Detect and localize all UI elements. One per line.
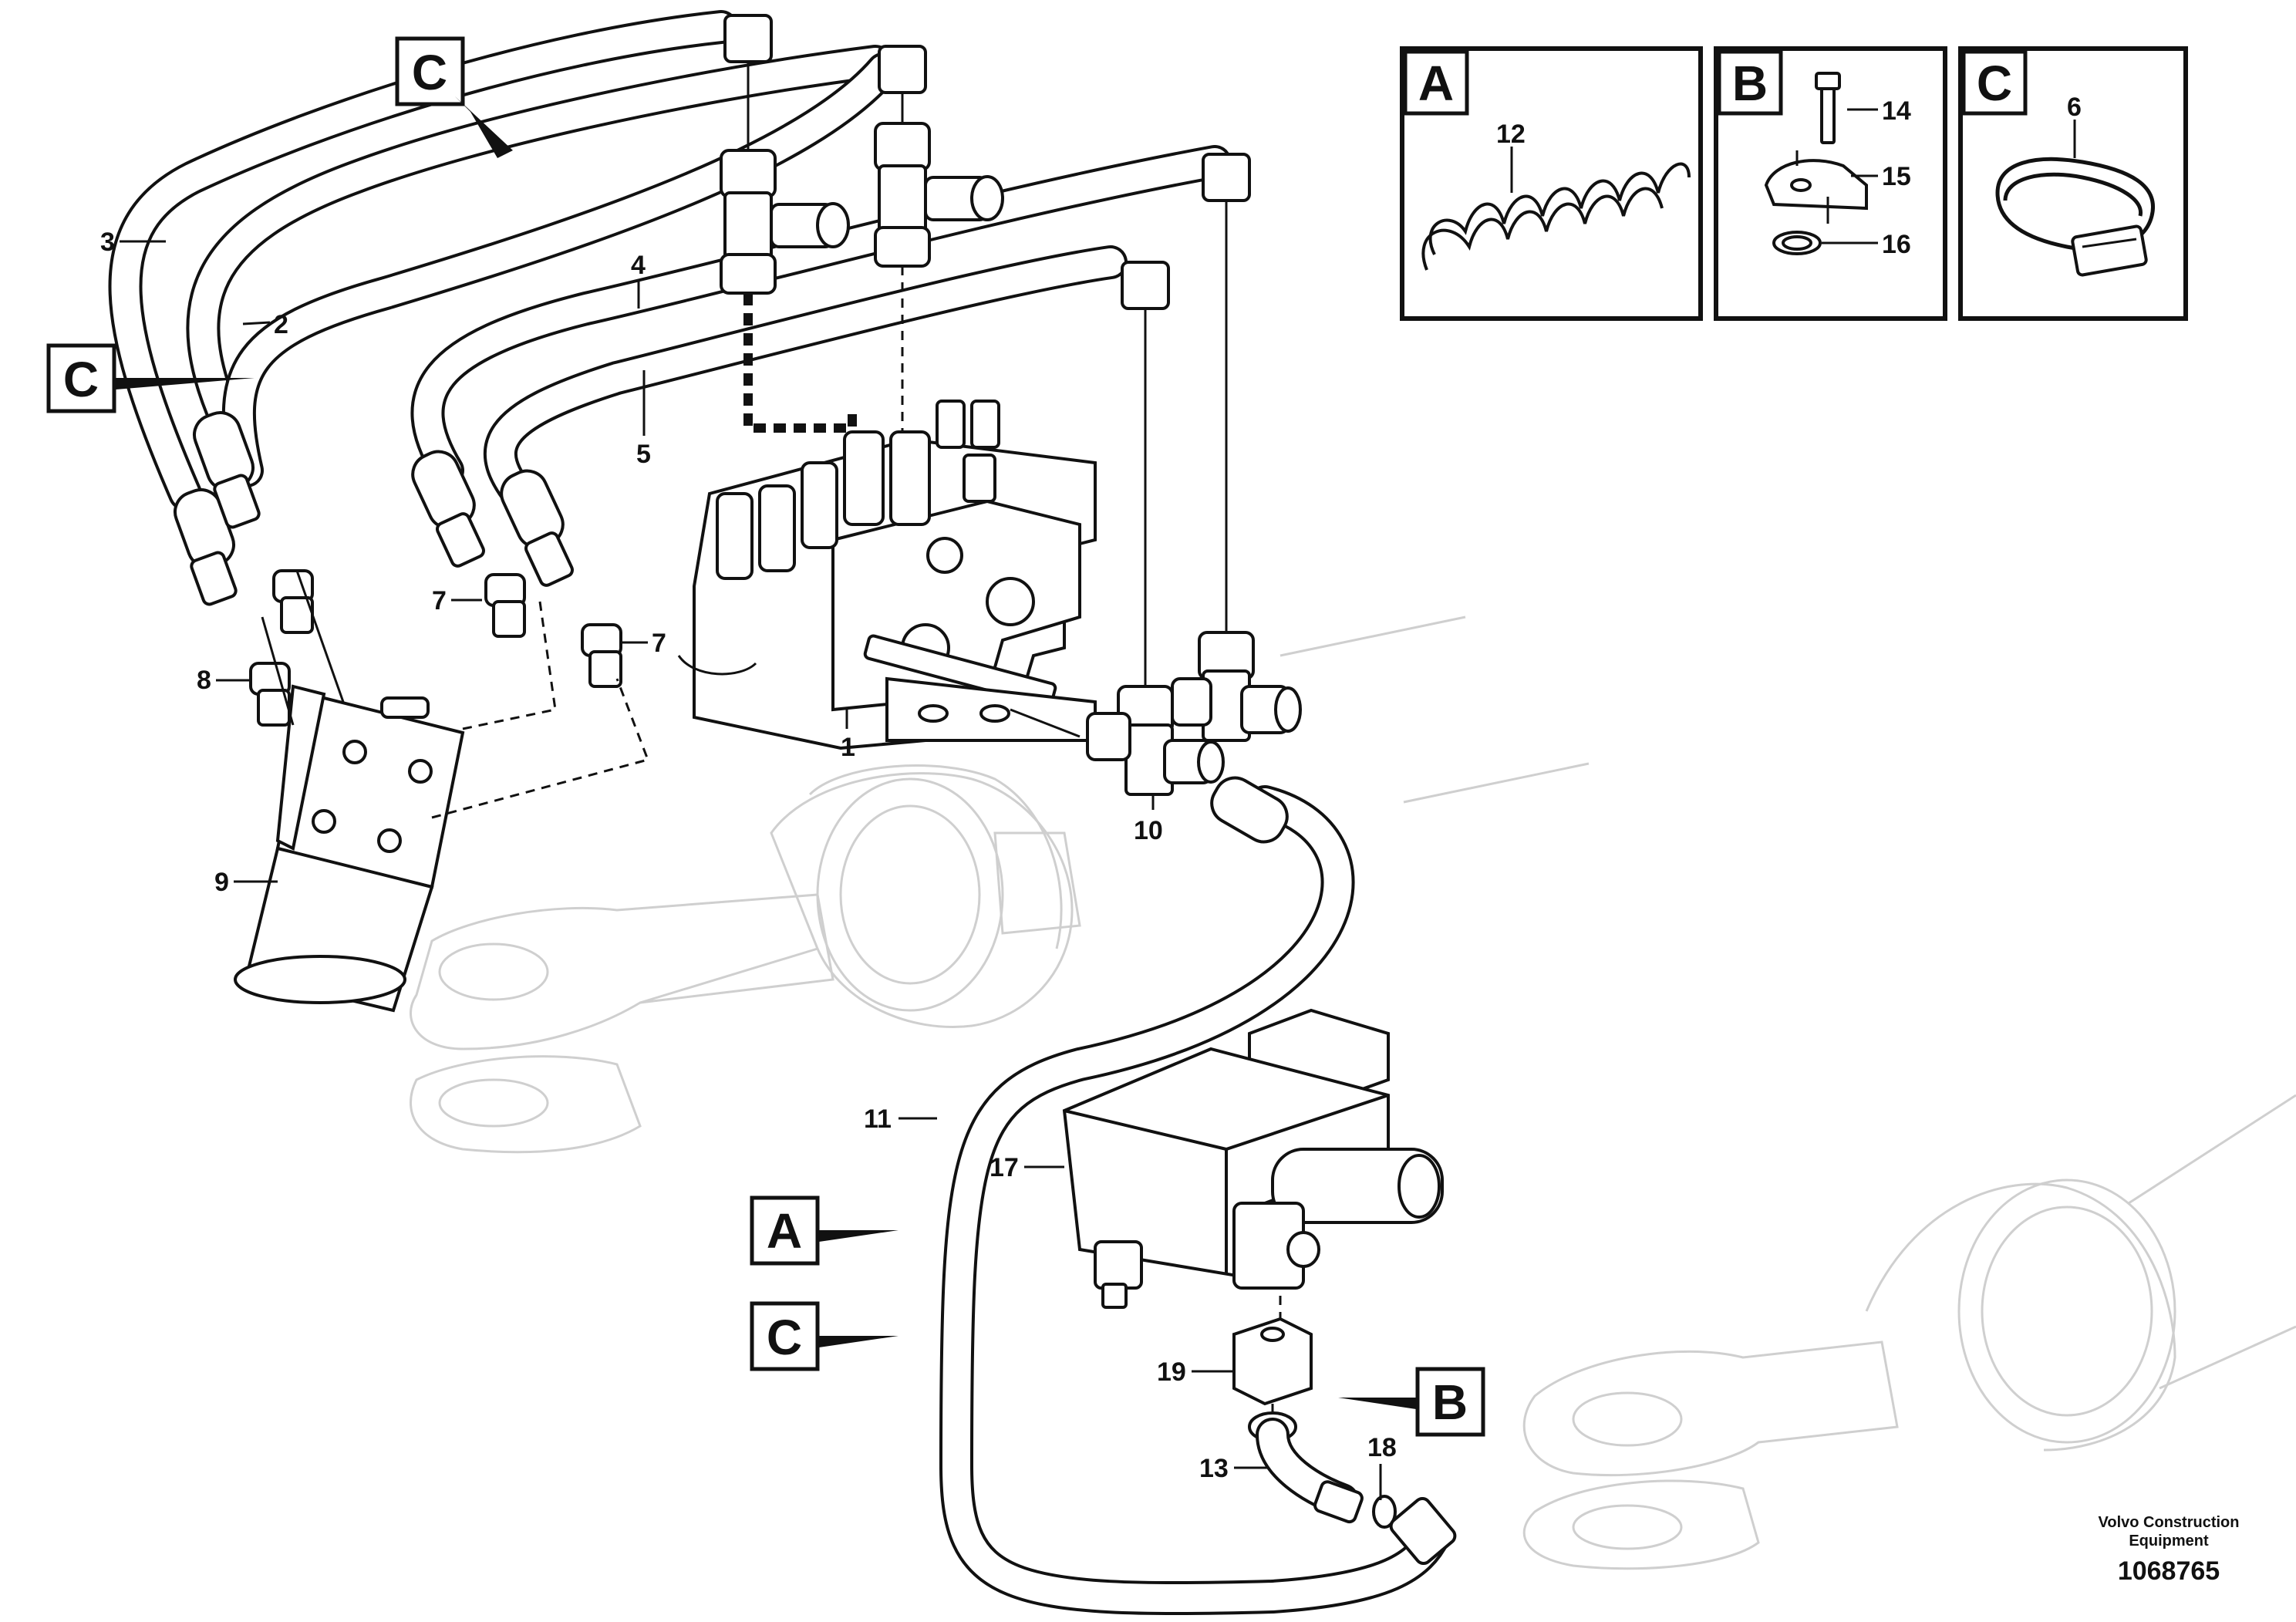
part-13-elbow (1248, 1411, 1457, 1566)
svg-text:B: B (1432, 1374, 1468, 1430)
label-10: 10 (1134, 816, 1163, 845)
label-7a: 7 (432, 586, 447, 615)
hose-strap-icon (1995, 157, 2155, 277)
label-18: 18 (1367, 1433, 1397, 1462)
hose-4 (410, 145, 1232, 487)
valve-block-1 (677, 400, 1097, 750)
hose-2 (221, 52, 900, 487)
label-1: 1 (841, 733, 855, 762)
label-17: 17 (990, 1153, 1019, 1182)
clamp-icon (1764, 159, 1868, 211)
callout-c-mid: C (750, 1301, 899, 1371)
brand-line-2: Equipment (2129, 1533, 2209, 1549)
arrow-pointer-icon (1338, 1398, 1416, 1409)
label-14: 14 (1882, 96, 1911, 126)
label-4: 4 (631, 251, 646, 280)
label-8: 8 (197, 666, 211, 695)
part-19 (1232, 1317, 1313, 1419)
svg-text:A: A (767, 1203, 802, 1259)
spiral-guard-icon (1421, 162, 1691, 271)
label-9: 9 (214, 868, 229, 897)
valve-block-17 (1062, 1008, 1444, 1327)
svg-text:C: C (412, 45, 447, 100)
document-number: 1068765 (2118, 1556, 2220, 1586)
svg-text:C: C (63, 352, 99, 407)
tee-fittings-10 (1010, 631, 1302, 810)
label-7b: 7 (652, 629, 666, 658)
hose-5 (483, 245, 1128, 518)
arrow-pointer-icon (455, 96, 513, 158)
hose-11 (939, 785, 1451, 1616)
screw-icon (1815, 72, 1841, 144)
label-3: 3 (100, 228, 115, 257)
part-labels: 1 2 3 4 5 6 7 7 8 9 10 11 12 13 14 15 16… (100, 93, 2082, 1500)
label-16: 16 (1882, 230, 1911, 259)
detail-box-b-letter: B (1732, 56, 1768, 111)
callout-c-top: C (395, 36, 513, 158)
arrow-pointer-icon (116, 378, 255, 389)
label-6: 6 (2067, 93, 2082, 122)
rear-axle-ghost (1522, 1094, 2296, 1570)
washer-icon (1772, 231, 1822, 255)
arrow-pointer-icon (819, 1230, 899, 1242)
front-axle-ghost (410, 615, 1590, 1154)
hose-c-middle (186, 45, 892, 449)
brand-line-1: Volvo Construction (2099, 1514, 2240, 1531)
steering-unit-9 (234, 570, 649, 1013)
detail-box-c: C (1958, 46, 2188, 321)
label-12: 12 (1496, 120, 1526, 149)
top-fittings (720, 14, 1251, 686)
arrow-pointer-icon (819, 1336, 899, 1347)
detail-box-a-letter: A (1418, 56, 1454, 111)
label-19: 19 (1157, 1357, 1186, 1387)
adapters-7-8 (249, 569, 622, 727)
detail-box-b: B (1714, 46, 1947, 321)
label-15: 15 (1882, 162, 1911, 191)
callout-b-right: B (1338, 1367, 1485, 1437)
label-5: 5 (636, 440, 651, 469)
label-11: 11 (864, 1104, 892, 1134)
detail-box-a: A (1400, 46, 1703, 321)
hose-3 (108, 10, 738, 511)
label-2: 2 (274, 310, 288, 339)
callout-c-left: C (46, 343, 255, 413)
svg-text:C: C (767, 1310, 802, 1365)
hose-end-fittings (174, 411, 1289, 844)
callout-a-mid: A (750, 1195, 899, 1266)
label-13: 13 (1199, 1454, 1229, 1483)
footer-brand: Volvo Construction Equipment 1068765 (2099, 1514, 2240, 1586)
detail-box-c-letter: C (1977, 56, 2012, 111)
